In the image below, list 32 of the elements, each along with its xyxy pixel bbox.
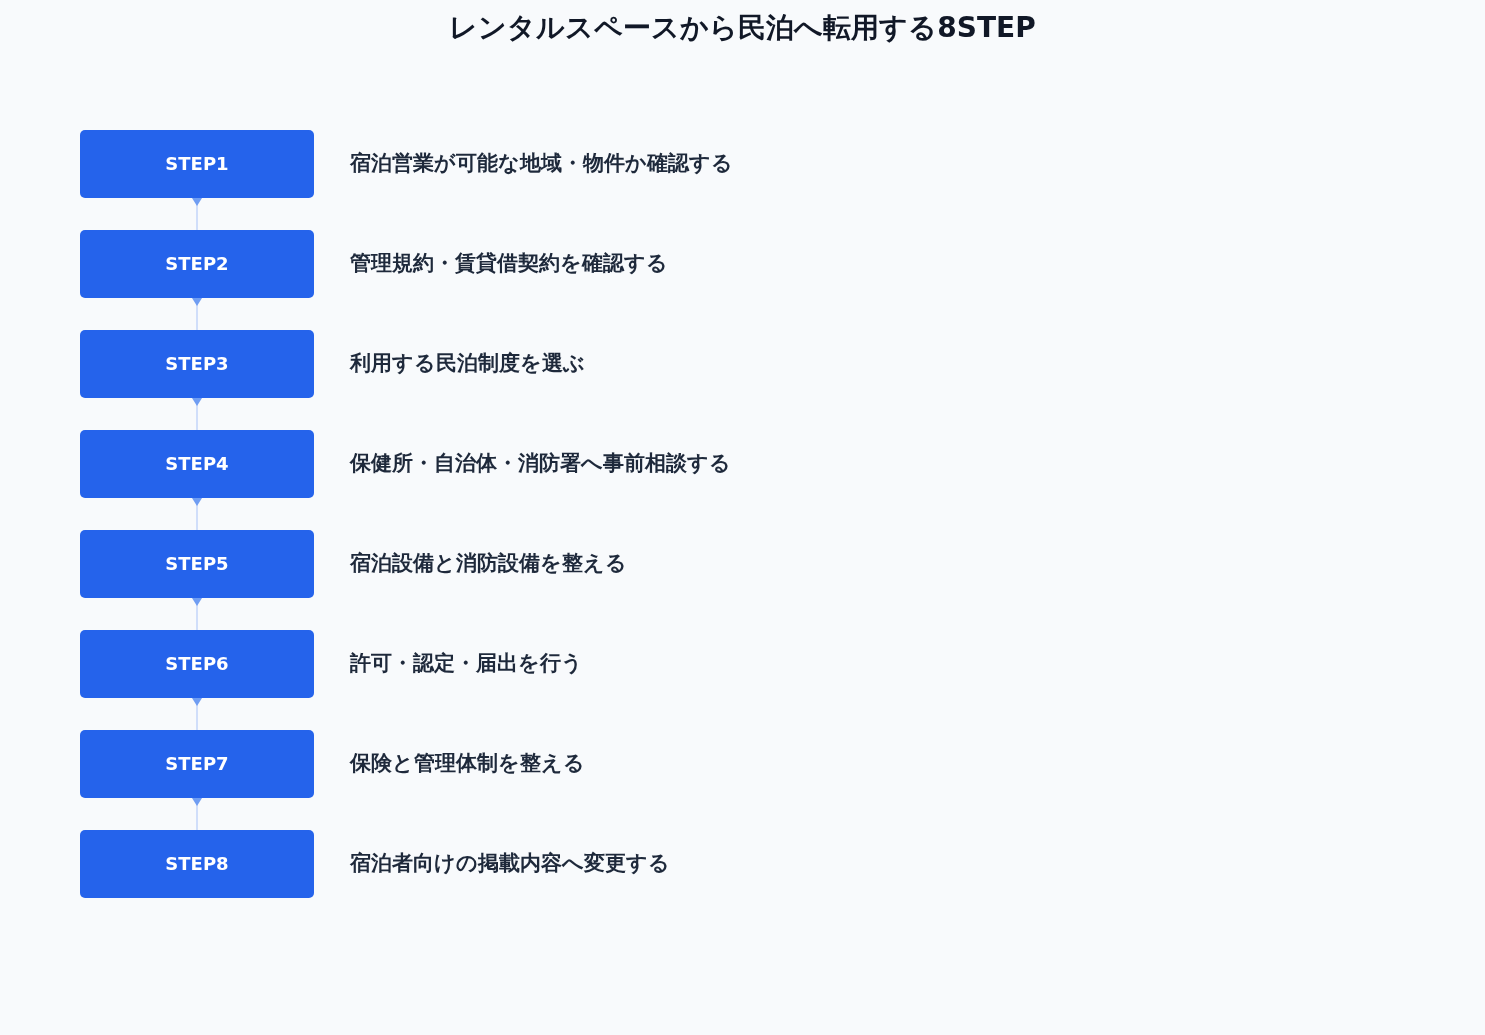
step-box (80, 730, 314, 798)
step-description: 宿泊営業が可能な地域・物件か確認する (350, 150, 733, 177)
step-box (80, 830, 314, 898)
arrow (192, 797, 202, 831)
step-label: STEP6 (165, 652, 229, 676)
step-label: STEP8 (165, 852, 229, 876)
step-box (80, 130, 314, 198)
arrow (192, 397, 202, 431)
arrow (192, 497, 202, 531)
arrow (192, 697, 202, 731)
step-box (80, 630, 314, 698)
arrow (192, 197, 202, 231)
step-description: 宿泊設備と消防設備を整える (350, 550, 627, 577)
step-box (80, 230, 314, 298)
step-description: 保険と管理体制を整える (350, 750, 585, 777)
step-label: STEP4 (165, 452, 229, 476)
step-description: 保健所・自治体・消防署へ事前相談する (350, 450, 731, 477)
step-label: STEP5 (165, 552, 229, 576)
step-box (80, 430, 314, 498)
step-label: STEP1 (165, 152, 229, 176)
step-description: 宿泊者向けの掲載内容へ変更する (350, 850, 670, 877)
step-label: STEP2 (165, 252, 229, 276)
step-description: 許可・認定・届出を行う (350, 650, 583, 677)
step-label: STEP7 (165, 752, 229, 776)
arrow (192, 297, 202, 331)
title: レンタルスペースから民泊へ転用する8STEP (449, 10, 1036, 46)
step-box (80, 330, 314, 398)
arrow (192, 597, 202, 631)
step-label: STEP3 (165, 352, 229, 376)
step-box (80, 530, 314, 598)
step-description: 利用する民泊制度を選ぶ (350, 350, 585, 377)
step-description: 管理規約・賃貸借契約を確認する (350, 250, 668, 277)
